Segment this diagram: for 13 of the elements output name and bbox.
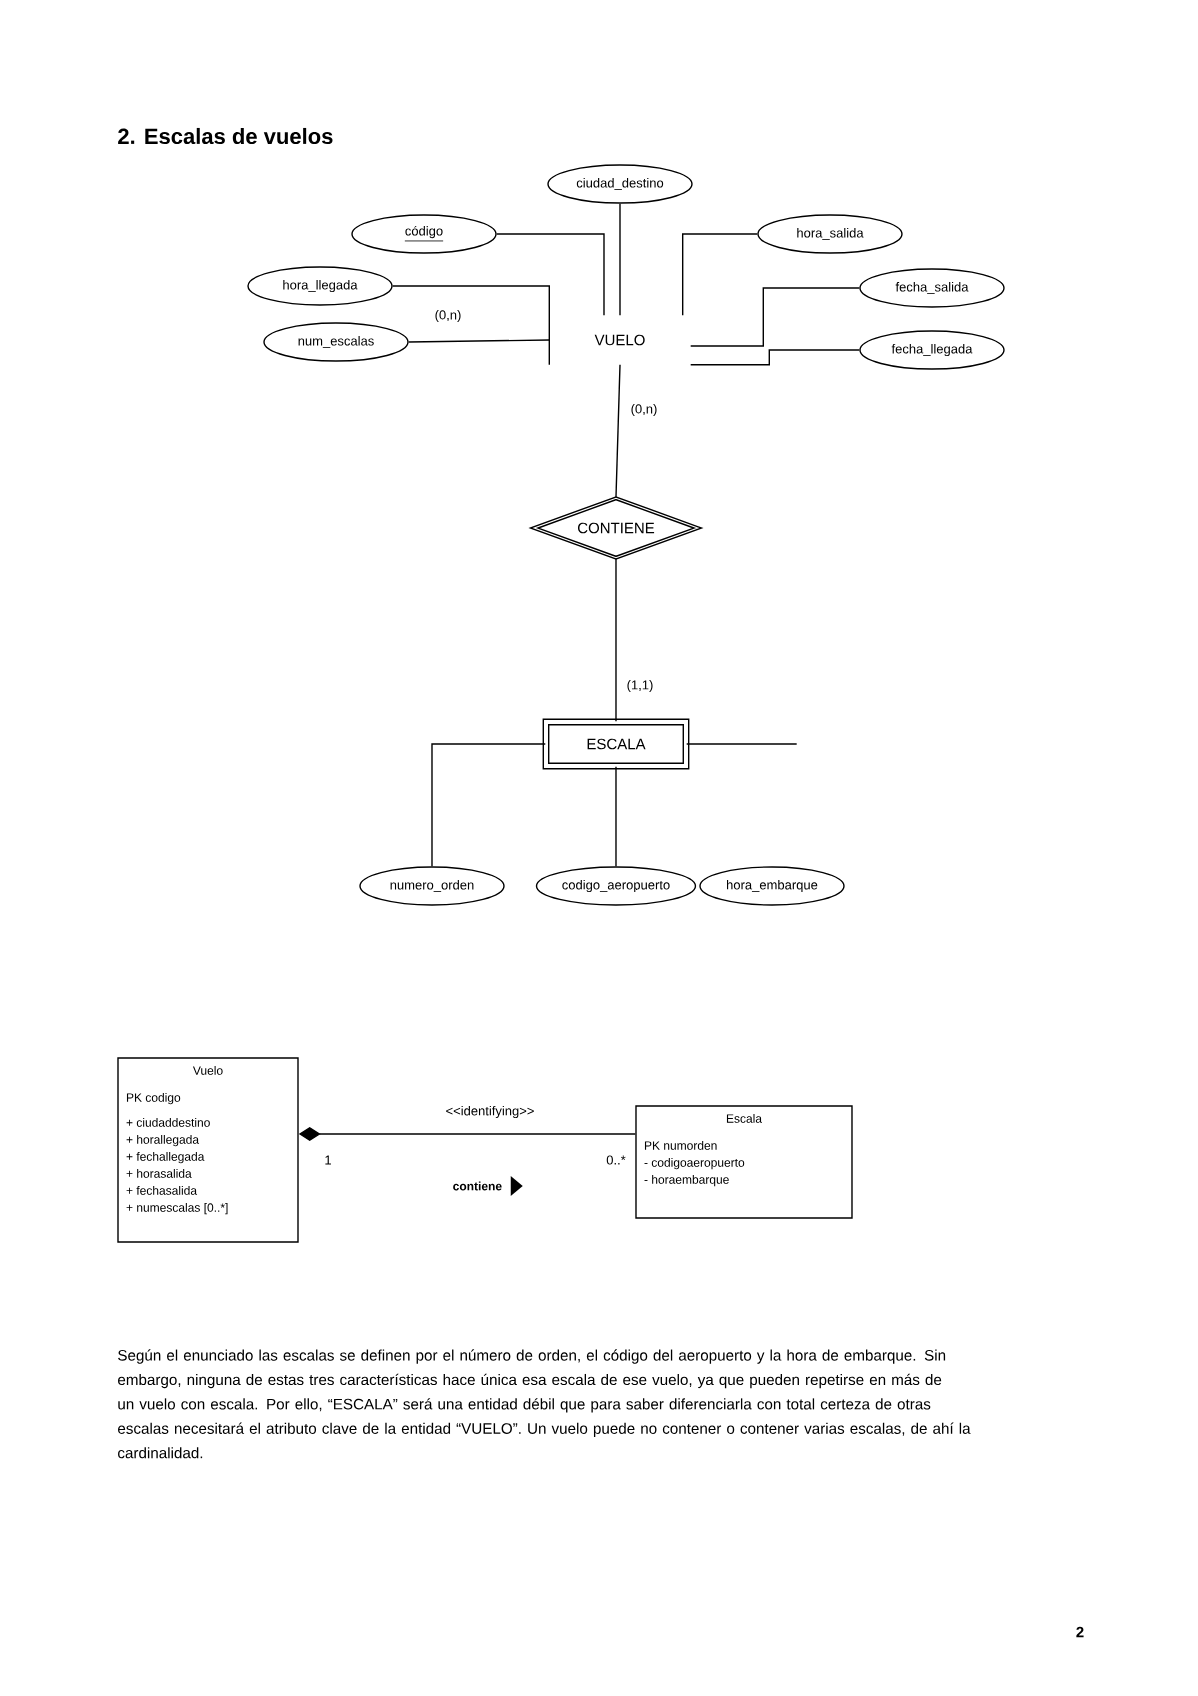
heading: 2. Escalas de vuelos (118, 127, 333, 145)
connector-line (690, 287, 860, 347)
connector-line (615, 364, 621, 498)
connector-line (690, 349, 860, 366)
connector-line (392, 285, 550, 366)
connector-line (615, 766, 617, 867)
connector-line (619, 203, 621, 316)
connector-line (682, 233, 758, 316)
connector-line (431, 743, 546, 867)
connector-line (686, 743, 798, 745)
connector-line (496, 233, 605, 316)
connector-line (615, 558, 617, 722)
connector-line (408, 339, 550, 343)
